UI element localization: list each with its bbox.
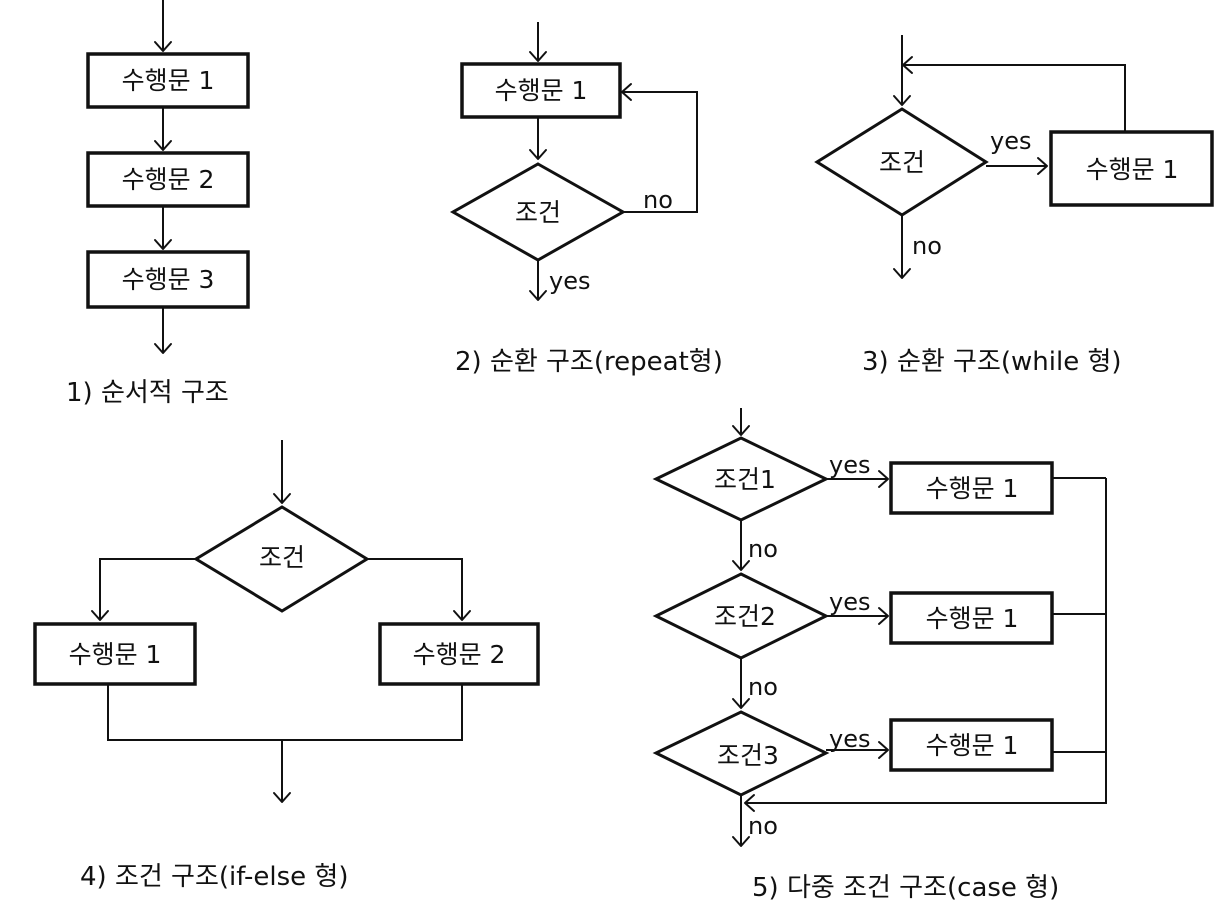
arrowhead xyxy=(893,95,911,106)
branch-right-line xyxy=(367,558,463,620)
arrowhead xyxy=(732,698,750,709)
arrowhead xyxy=(902,56,913,74)
condition-3-label: 조건3 xyxy=(717,741,779,770)
process-box-2-label: 수행문 1 xyxy=(926,604,1019,633)
arrowhead xyxy=(529,149,547,160)
process-box-left xyxy=(33,622,197,686)
arrowhead xyxy=(453,610,471,621)
no-label: no xyxy=(643,186,673,214)
no-label-2: no xyxy=(748,673,778,701)
process-box-1-label: 수행문 1 xyxy=(926,474,1019,503)
arrowhead xyxy=(878,470,889,488)
process-box-label: 수행문 1 xyxy=(1086,155,1179,184)
merge-line xyxy=(107,685,463,741)
arrowhead xyxy=(154,41,172,52)
arrowhead xyxy=(154,239,172,250)
caption-sequential: 1) 순서적 구조 xyxy=(66,378,229,408)
condition-2-label: 조건2 xyxy=(714,602,776,631)
no-label: no xyxy=(912,232,942,260)
caption-case: 5) 다중 조건 구조(case 형) xyxy=(752,873,1059,903)
yes-label-2: yes xyxy=(829,588,870,616)
arrowhead xyxy=(621,83,632,101)
process-box-right-label: 수행문 2 xyxy=(413,640,506,669)
yes-label-1: yes xyxy=(829,451,870,479)
process-box-3-label: 수행문 1 xyxy=(926,731,1019,760)
arrowhead xyxy=(878,607,889,625)
process-box-2 xyxy=(889,591,1054,645)
arrowhead xyxy=(529,51,547,62)
branch-left-line xyxy=(99,558,196,620)
caption-while: 3) 순환 구조(while 형) xyxy=(862,347,1122,377)
caption-if-else: 4) 조건 구조(if-else 형) xyxy=(80,862,348,892)
condition-label: 조건 xyxy=(259,543,305,572)
process-box-3 xyxy=(889,718,1054,772)
process-box-3 xyxy=(86,250,250,309)
arrowhead xyxy=(878,741,889,759)
arrowhead xyxy=(732,560,750,571)
process-box-label: 수행문 1 xyxy=(495,76,588,105)
diagram-while: 조건 yes 수행문 1 no 3) 순환 구조(while 형) xyxy=(814,35,1214,377)
condition-label: 조건 xyxy=(879,148,925,177)
arrowhead xyxy=(744,794,755,812)
process-box-1 xyxy=(86,52,250,109)
arrowhead xyxy=(273,792,291,803)
yes-label-3: yes xyxy=(829,725,870,753)
process-box-1 xyxy=(889,461,1054,515)
yes-label: yes xyxy=(549,267,590,295)
arrowhead xyxy=(732,836,750,847)
diagram-if-else: 조건 수행문 1 수행문 2 4) 조건 구조(if-else 형) xyxy=(33,440,540,892)
arrowhead xyxy=(1037,157,1048,175)
no-label-1: no xyxy=(748,535,778,563)
process-box-1-label: 수행문 1 xyxy=(122,66,215,95)
diagram-repeat: 수행문 1 조건 no yes 2) 순환 구조(repeat형) xyxy=(449,22,723,377)
yes-label: yes xyxy=(990,127,1031,155)
arrowhead xyxy=(273,493,291,504)
caption-repeat: 2) 순환 구조(repeat형) xyxy=(455,347,723,377)
arrowhead xyxy=(91,610,109,621)
arrowhead xyxy=(893,268,911,279)
condition-1-label: 조건1 xyxy=(714,465,776,494)
return-line xyxy=(745,478,1107,804)
no-label-3: no xyxy=(748,812,778,840)
loop-back-line xyxy=(622,91,698,213)
arrowhead xyxy=(732,425,750,436)
process-box-right xyxy=(378,622,540,686)
diagram-case: 조건1 yes 수행문 1 no 조건2 yes 수행문 1 no 조건3 ye… xyxy=(652,408,1107,903)
diagram-sequential: 수행문 1 수행문 2 수행문 3 1) 순서적 구조 xyxy=(66,0,250,408)
process-box-left-label: 수행문 1 xyxy=(69,640,162,669)
process-box xyxy=(460,62,622,119)
loop-back-line xyxy=(903,64,1126,131)
process-box xyxy=(1049,130,1214,207)
condition-diamond xyxy=(193,505,370,613)
arrowhead xyxy=(154,343,172,354)
process-box-3-label: 수행문 3 xyxy=(122,265,215,294)
process-box-2 xyxy=(86,151,250,208)
condition-label: 조건 xyxy=(515,198,561,227)
arrowhead xyxy=(529,290,547,301)
process-box-2-label: 수행문 2 xyxy=(122,165,215,194)
arrowhead xyxy=(154,140,172,151)
